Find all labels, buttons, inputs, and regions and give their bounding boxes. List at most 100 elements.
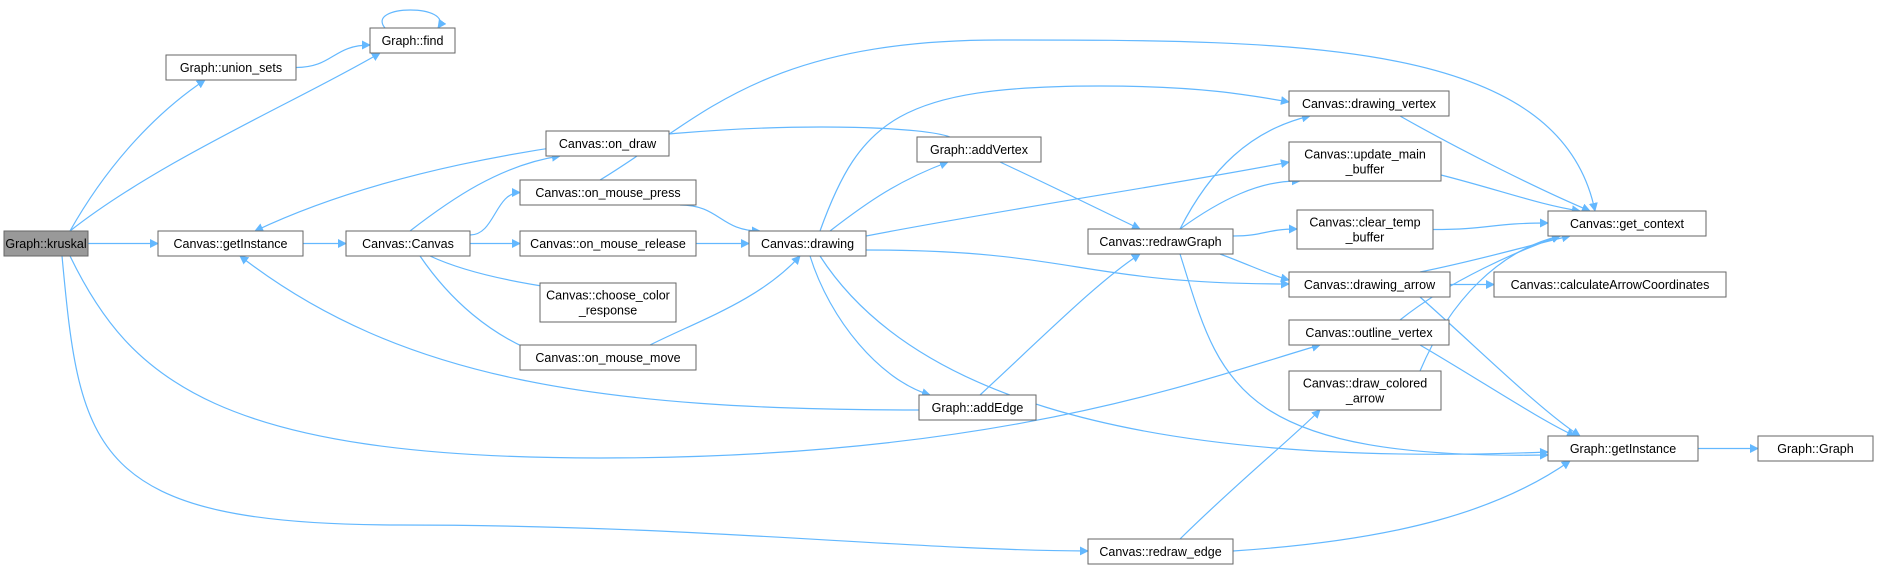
node-label: _buffer	[1345, 163, 1385, 177]
edge-drawing_arrow-to-getInstance_graph	[1419, 296, 1581, 437]
node-box	[1087, 228, 1234, 255]
node-box	[345, 230, 471, 257]
edge-on_mouse_move-to-drawing	[649, 255, 801, 346]
node-get-context[interactable]: Canvas::get_context	[1547, 210, 1707, 237]
node-box	[165, 54, 297, 81]
node-box	[519, 179, 697, 206]
node-box	[539, 282, 677, 323]
node-drawing[interactable]: Canvas::drawing	[748, 230, 867, 257]
node-on-mouse-press[interactable]: Canvas::on_mouse_press	[519, 179, 697, 206]
node-outline-vertex[interactable]: Canvas::outline_vertex	[1288, 319, 1450, 346]
node-box	[1547, 435, 1699, 462]
edge-kruskal-to-find	[69, 52, 381, 232]
node-label: Canvas::on_mouse_release	[530, 237, 686, 251]
edge-redrawGraph-to-update_main_buffer	[1179, 176, 1301, 230]
node-label: Graph::getInstance	[1570, 442, 1676, 456]
node-label: Canvas::outline_vertex	[1305, 326, 1433, 340]
node-label: Graph::find	[382, 34, 444, 48]
edge-drawing-to-drawing_vertex	[819, 85, 1290, 232]
node-box	[1288, 319, 1450, 346]
node-addVertex[interactable]: Graph::addVertex	[916, 136, 1042, 163]
edge-redrawGraph-to-drawing_vertex	[1179, 113, 1311, 230]
edge-canvas_ctor-to-on_mouse_move	[419, 255, 541, 356]
node-kruskal[interactable]: Graph::kruskal	[3, 230, 89, 257]
node-union-sets[interactable]: Graph::union_sets	[165, 54, 297, 81]
edge-drawing-to-getInstance_graph	[819, 255, 1549, 457]
node-label: Canvas::on_mouse_move	[535, 351, 680, 365]
edge-drawing-to-addVertex	[829, 160, 949, 232]
node-box	[1288, 141, 1442, 182]
node-box	[519, 344, 697, 371]
node-box	[918, 394, 1037, 421]
edge-on_mouse_press-to-get_context	[599, 39, 1598, 212]
edge-drawing-to-update_main_buffer	[865, 159, 1290, 237]
edge-union_sets-to-find	[295, 40, 371, 69]
node-box	[1757, 435, 1874, 462]
edge-addEdge-to-getInstance_canvas	[239, 255, 920, 411]
node-box	[916, 136, 1042, 163]
edge-redraw_edge-to-getInstance_graph	[1232, 460, 1571, 552]
node-on-mouse-release[interactable]: Canvas::on_mouse_release	[519, 230, 697, 257]
edge-drawing_arrow-to-get_context	[1419, 233, 1571, 273]
node-on-mouse-move[interactable]: Canvas::on_mouse_move	[519, 344, 697, 371]
node-getInstance-canvas[interactable]: Canvas::getInstance	[157, 230, 304, 257]
node-redrawGraph[interactable]: Canvas::redrawGraph	[1087, 228, 1234, 255]
node-box	[545, 130, 670, 157]
node-label: Canvas::get_context	[1570, 217, 1684, 231]
node-box	[519, 230, 697, 257]
node-box	[1288, 90, 1450, 117]
node-draw-colored-arrow[interactable]: Canvas::draw_colored_arrow	[1288, 370, 1442, 411]
edge-find-to-find	[381, 9, 447, 29]
node-canvas-ctor[interactable]: Canvas::Canvas	[345, 230, 471, 257]
node-getInstance-graph[interactable]: Graph::getInstance	[1547, 435, 1699, 462]
node-box	[157, 230, 304, 257]
edge-addVertex-to-getInstance_canvas	[254, 126, 951, 232]
edge-drawing-to-drawing_arrow	[865, 249, 1290, 289]
node-label: Canvas::drawing_vertex	[1302, 97, 1437, 111]
node-label: Canvas::on_draw	[559, 137, 657, 151]
node-label: Canvas::calculateArrowCoordinates	[1511, 278, 1710, 292]
node-choose-color[interactable]: Canvas::choose_color_response	[539, 282, 677, 323]
edge-redrawGraph-to-drawing_arrow	[1219, 253, 1290, 283]
node-drawing-vertex[interactable]: Canvas::drawing_vertex	[1288, 90, 1450, 117]
node-find[interactable]: Graph::find	[369, 27, 456, 54]
node-update-main-buffer[interactable]: Canvas::update_main_buffer	[1288, 141, 1442, 182]
edge-addVertex-to-redrawGraph	[999, 161, 1141, 230]
edge-kruskal-to-outline_vertex	[69, 255, 1321, 459]
node-addEdge[interactable]: Graph::addEdge	[918, 394, 1037, 421]
node-label: Canvas::choose_color	[546, 289, 670, 303]
node-calculateArrowCoordinates[interactable]: Canvas::calculateArrowCoordinates	[1493, 271, 1727, 298]
edge-draw_colored_arrow-to-get_context	[1419, 233, 1561, 372]
edge-clear_temp_buffer-to-get_context	[1432, 218, 1549, 231]
edge-kruskal-to-union_sets	[69, 79, 206, 232]
edge-canvas_ctor-to-on_draw	[409, 152, 561, 232]
node-clear-temp-buffer[interactable]: Canvas::clear_temp_buffer	[1296, 209, 1434, 250]
node-graph-ctor[interactable]: Graph::Graph	[1757, 435, 1874, 462]
node-label: _response	[578, 304, 637, 318]
node-redraw-edge[interactable]: Canvas::redraw_edge	[1087, 538, 1234, 565]
edge-outline_vertex-to-get_context	[1399, 234, 1561, 321]
edge-redrawGraph-to-getInstance_graph	[1179, 253, 1549, 460]
edge-update_main_buffer-to-get_context	[1440, 174, 1581, 215]
edge-on_mouse_press-to-drawing	[679, 204, 761, 236]
node-box	[1493, 271, 1727, 298]
edge-canvas_ctor-to-on_mouse_press	[469, 188, 521, 236]
edge-canvas_ctor-to-choose_color	[429, 255, 556, 292]
edge-addEdge-to-redrawGraph	[979, 253, 1141, 396]
node-label: Graph::kruskal	[5, 237, 86, 251]
node-label: _buffer	[1345, 231, 1385, 245]
edge-outline_vertex-to-getInstance_graph	[1419, 344, 1576, 437]
edge-drawing-to-addEdge	[809, 255, 931, 397]
node-drawing-arrow[interactable]: Canvas::drawing_arrow	[1288, 271, 1451, 298]
node-box	[3, 230, 89, 257]
edge-redrawGraph-to-clear_temp_buffer	[1232, 224, 1298, 237]
node-box	[1547, 210, 1707, 237]
node-box	[1288, 271, 1451, 298]
node-label: Canvas::redrawGraph	[1099, 235, 1221, 249]
node-label: Canvas::getInstance	[174, 237, 288, 251]
node-on-draw[interactable]: Canvas::on_draw	[545, 130, 670, 157]
node-label: Graph::Graph	[1777, 442, 1853, 456]
node-label: Graph::union_sets	[180, 61, 282, 75]
node-label: Canvas::drawing_arrow	[1304, 278, 1436, 292]
